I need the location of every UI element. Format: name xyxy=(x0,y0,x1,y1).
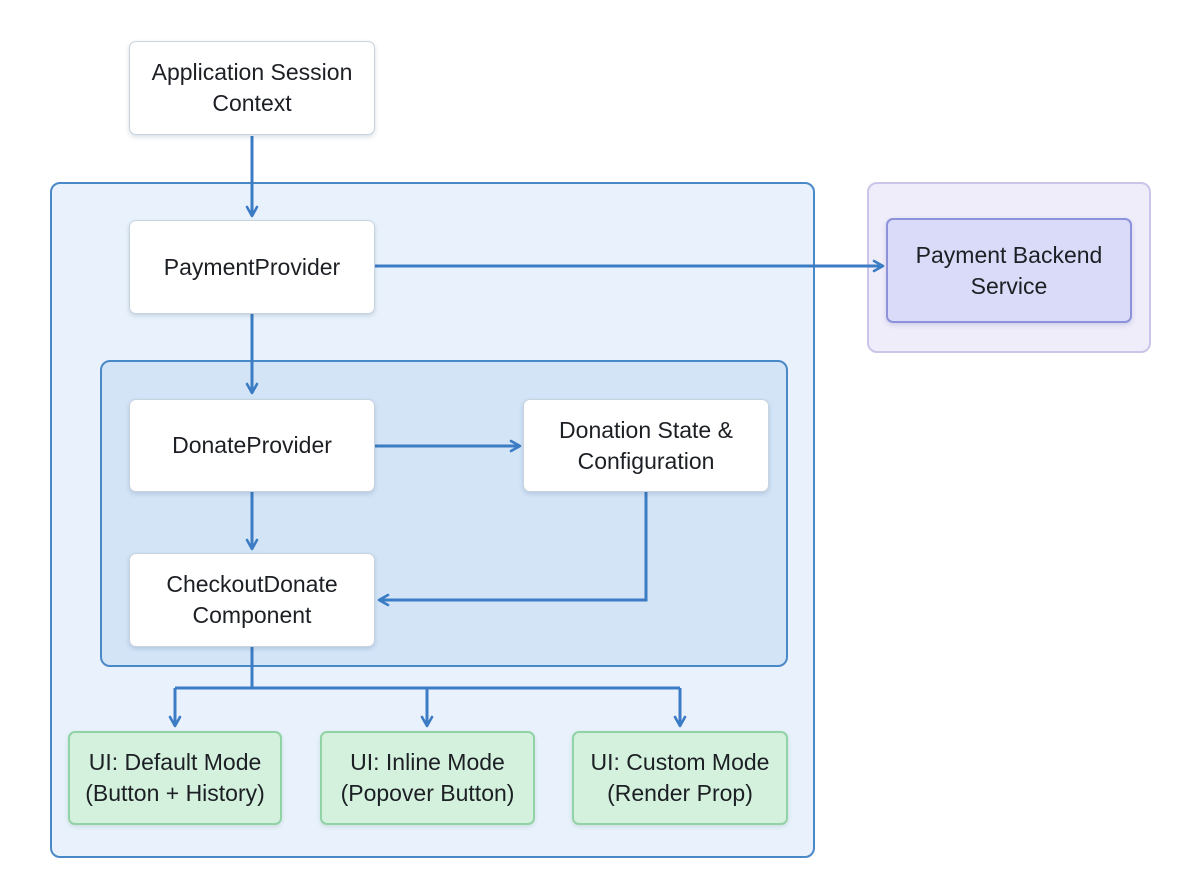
node-label: Donation State & Configuration xyxy=(559,416,733,474)
donation-state-node: Donation State & Configuration xyxy=(523,399,769,492)
node-label: Application Session Context xyxy=(151,59,353,116)
payment-backend-service-node: Payment Backend Service xyxy=(886,218,1132,323)
node-label: CheckoutDonate Component xyxy=(166,571,338,628)
donate-provider-node: DonateProvider xyxy=(129,399,375,492)
node-label: DonateProvider xyxy=(172,432,332,458)
edge-donation-state-to-checkout xyxy=(377,492,648,607)
ui-default-mode-node: UI: Default Mode (Button + History) xyxy=(68,731,282,825)
edge-checkout-trunk xyxy=(175,647,680,690)
payment-provider-node: PaymentProvider xyxy=(129,220,375,314)
node-label: UI: Inline Mode (Popover Button) xyxy=(340,749,515,806)
node-label: Payment Backend Service xyxy=(915,241,1103,299)
application-session-context-node: Application Session Context xyxy=(129,41,375,135)
checkout-donate-component-node: CheckoutDonate Component xyxy=(129,553,375,647)
node-label: PaymentProvider xyxy=(163,253,341,280)
ui-custom-mode-node: UI: Custom Mode (Render Prop) xyxy=(572,731,788,825)
node-label: UI: Custom Mode (Render Prop) xyxy=(590,749,770,806)
ui-inline-mode-node: UI: Inline Mode (Popover Button) xyxy=(320,731,535,825)
node-label: UI: Default Mode (Button + History) xyxy=(85,749,265,806)
